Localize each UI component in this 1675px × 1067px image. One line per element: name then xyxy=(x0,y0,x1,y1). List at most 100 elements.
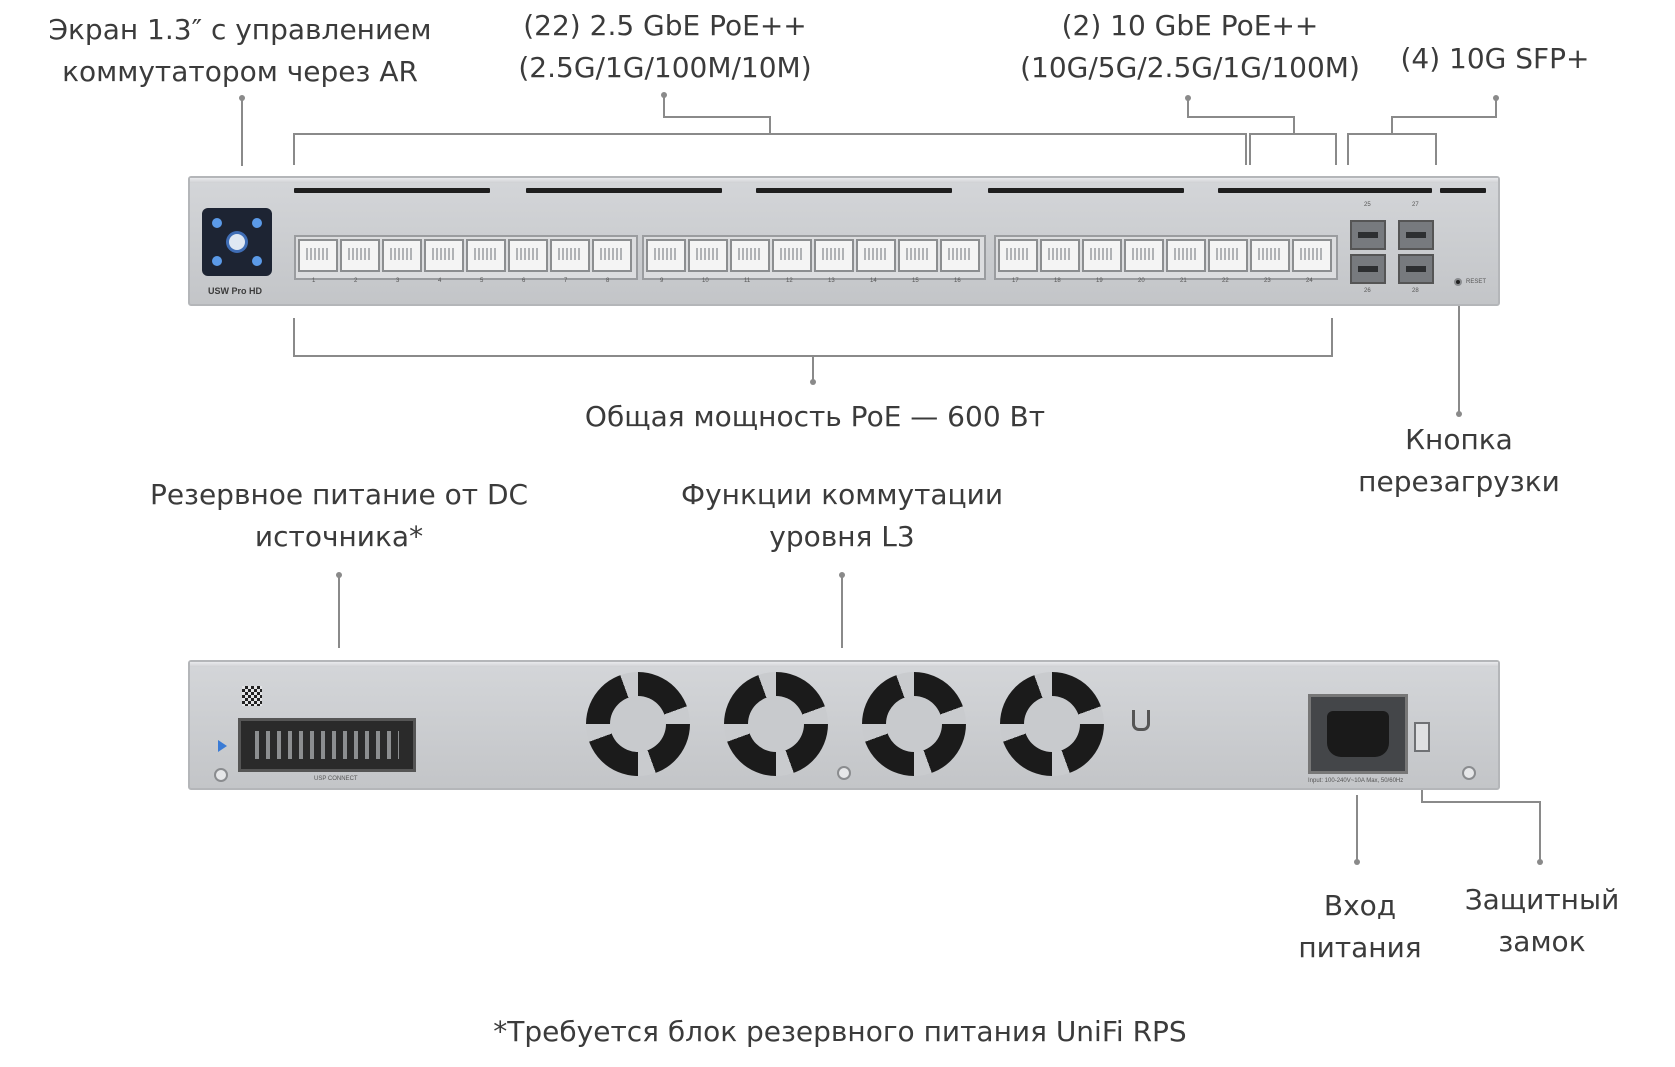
screen-icon-topright xyxy=(252,218,262,228)
fan-vent-4 xyxy=(1000,672,1104,776)
ports-10g-label-line1: (2) 10 GbE PoE++ xyxy=(1061,9,1319,42)
port-number-label: 24 xyxy=(1306,278,1313,284)
poe-bracket xyxy=(293,318,1333,357)
rj45-port-2[interactable] xyxy=(340,239,380,272)
lock-label-line2: замок xyxy=(1498,925,1586,958)
footnote: *Требуется блок резервного питания UniFi… xyxy=(493,1015,1187,1048)
vent-slot xyxy=(988,188,1184,193)
screw-icon xyxy=(1462,766,1476,780)
l3-label: Функции коммутации уровня L3 xyxy=(672,474,1012,558)
rj45-port-18[interactable] xyxy=(1040,239,1080,272)
rj45-port-23[interactable] xyxy=(1250,239,1290,272)
ports-10g-leader xyxy=(1187,98,1295,134)
screen-icon-topleft xyxy=(212,218,222,228)
reset-button[interactable] xyxy=(1454,278,1462,286)
sfp-number-26: 26 xyxy=(1364,288,1371,294)
sfp-number-28: 28 xyxy=(1412,288,1419,294)
rj45-port-22[interactable] xyxy=(1208,239,1248,272)
port-number-label: 10 xyxy=(702,278,709,284)
rj45-port-5[interactable] xyxy=(466,239,506,272)
rj45-port-11[interactable] xyxy=(730,239,770,272)
rj45-port-20[interactable] xyxy=(1124,239,1164,272)
port-number-label: 3 xyxy=(396,278,400,284)
port-number-label: 20 xyxy=(1138,278,1145,284)
security-lock-slot[interactable] xyxy=(1414,722,1430,752)
rj45-port-1[interactable] xyxy=(298,239,338,272)
rj45-port-6[interactable] xyxy=(508,239,548,272)
power-in-label-line1: Вход xyxy=(1323,889,1397,922)
usp-connect-port[interactable] xyxy=(238,718,416,772)
vent-slot xyxy=(756,188,952,193)
ports-25-label-line1: (22) 2.5 GbE PoE++ xyxy=(523,9,807,42)
reset-label-line1: Кнопка xyxy=(1405,423,1513,456)
rj45-port-10[interactable] xyxy=(688,239,728,272)
port-number-label: 7 xyxy=(564,278,568,284)
dc-backup-label-line2: источника* xyxy=(254,520,424,553)
screen-label: Экран 1.3″ с управлением коммутатором че… xyxy=(40,9,440,93)
screen-label-line1: Экран 1.3″ с управлением xyxy=(48,13,432,46)
ports-10g-bracket xyxy=(1249,133,1337,165)
rj45-port-17[interactable] xyxy=(998,239,1038,272)
l3-label-line1: Функции коммутации xyxy=(680,478,1004,511)
rj45-port-7[interactable] xyxy=(550,239,590,272)
port-number-label: 13 xyxy=(828,278,835,284)
rj45-port-14[interactable] xyxy=(856,239,896,272)
l3-label-line2: уровня L3 xyxy=(769,520,915,553)
vent-slot xyxy=(294,188,490,193)
touch-screen[interactable] xyxy=(202,208,272,276)
port-number-label: 11 xyxy=(744,278,751,284)
port-number-label: 21 xyxy=(1180,278,1187,284)
sfp-number-27: 27 xyxy=(1412,202,1419,208)
rj45-port-21[interactable] xyxy=(1166,239,1206,272)
lock-label-line1: Защитный xyxy=(1464,883,1620,916)
port-number-label: 15 xyxy=(912,278,919,284)
ubiquiti-logo-icon xyxy=(1132,710,1150,731)
sfp-label: (4) 10G SFP+ xyxy=(1400,42,1590,75)
dc-backup-label: Резервное питание от DC источника* xyxy=(134,474,544,558)
rj45-port-8[interactable] xyxy=(592,239,632,272)
rj45-port-19[interactable] xyxy=(1082,239,1122,272)
port-number-label: 14 xyxy=(870,278,877,284)
fan-vent-1 xyxy=(586,672,690,776)
sfp-port-25[interactable] xyxy=(1350,220,1386,250)
power-in-label-line2: питания xyxy=(1298,931,1422,964)
rj45-port-24[interactable] xyxy=(1292,239,1332,272)
poe-budget-label: Общая мощность PoE — 600 Вт xyxy=(584,400,1046,433)
ports-25-leader xyxy=(663,95,771,134)
sfp-port-27[interactable] xyxy=(1398,220,1434,250)
led-indicator-icon xyxy=(218,740,227,752)
screen-icon-bottomright xyxy=(252,256,262,266)
sfp-port-28[interactable] xyxy=(1398,254,1434,284)
power-in-label: Вход питания xyxy=(1290,885,1430,969)
rj45-port-3[interactable] xyxy=(382,239,422,272)
vent-slot xyxy=(526,188,722,193)
sfp-number-25: 25 xyxy=(1364,202,1371,208)
screen-label-line2: коммутатором через AR xyxy=(62,55,418,88)
rj45-port-13[interactable] xyxy=(814,239,854,272)
vent-slot xyxy=(1440,188,1486,193)
rj45-port-16[interactable] xyxy=(940,239,980,272)
port-number-label: 19 xyxy=(1096,278,1103,284)
ports-10g-label-line2: (10G/5G/2.5G/1G/100M) xyxy=(1020,51,1360,84)
screw-icon xyxy=(214,768,228,782)
sfp-port-26[interactable] xyxy=(1350,254,1386,284)
model-label: USW Pro HD xyxy=(208,286,262,296)
rj45-port-15[interactable] xyxy=(898,239,938,272)
reset-label: Кнопка перезагрузки xyxy=(1349,419,1569,503)
qr-code-icon xyxy=(242,686,262,706)
port-number-label: 4 xyxy=(438,278,442,284)
power-inlet[interactable] xyxy=(1308,694,1408,774)
rj45-port-4[interactable] xyxy=(424,239,464,272)
port-number-label: 17 xyxy=(1012,278,1019,284)
screen-center-icon xyxy=(229,234,245,250)
usp-connect-text: USP CONNECT xyxy=(314,776,358,782)
port-number-label: 16 xyxy=(954,278,961,284)
rj45-port-9[interactable] xyxy=(646,239,686,272)
screw-icon xyxy=(837,766,851,780)
lock-label: Защитный замок xyxy=(1452,879,1632,963)
port-number-label: 1 xyxy=(312,278,316,284)
rj45-port-12[interactable] xyxy=(772,239,812,272)
sfp-leader xyxy=(1391,98,1497,134)
